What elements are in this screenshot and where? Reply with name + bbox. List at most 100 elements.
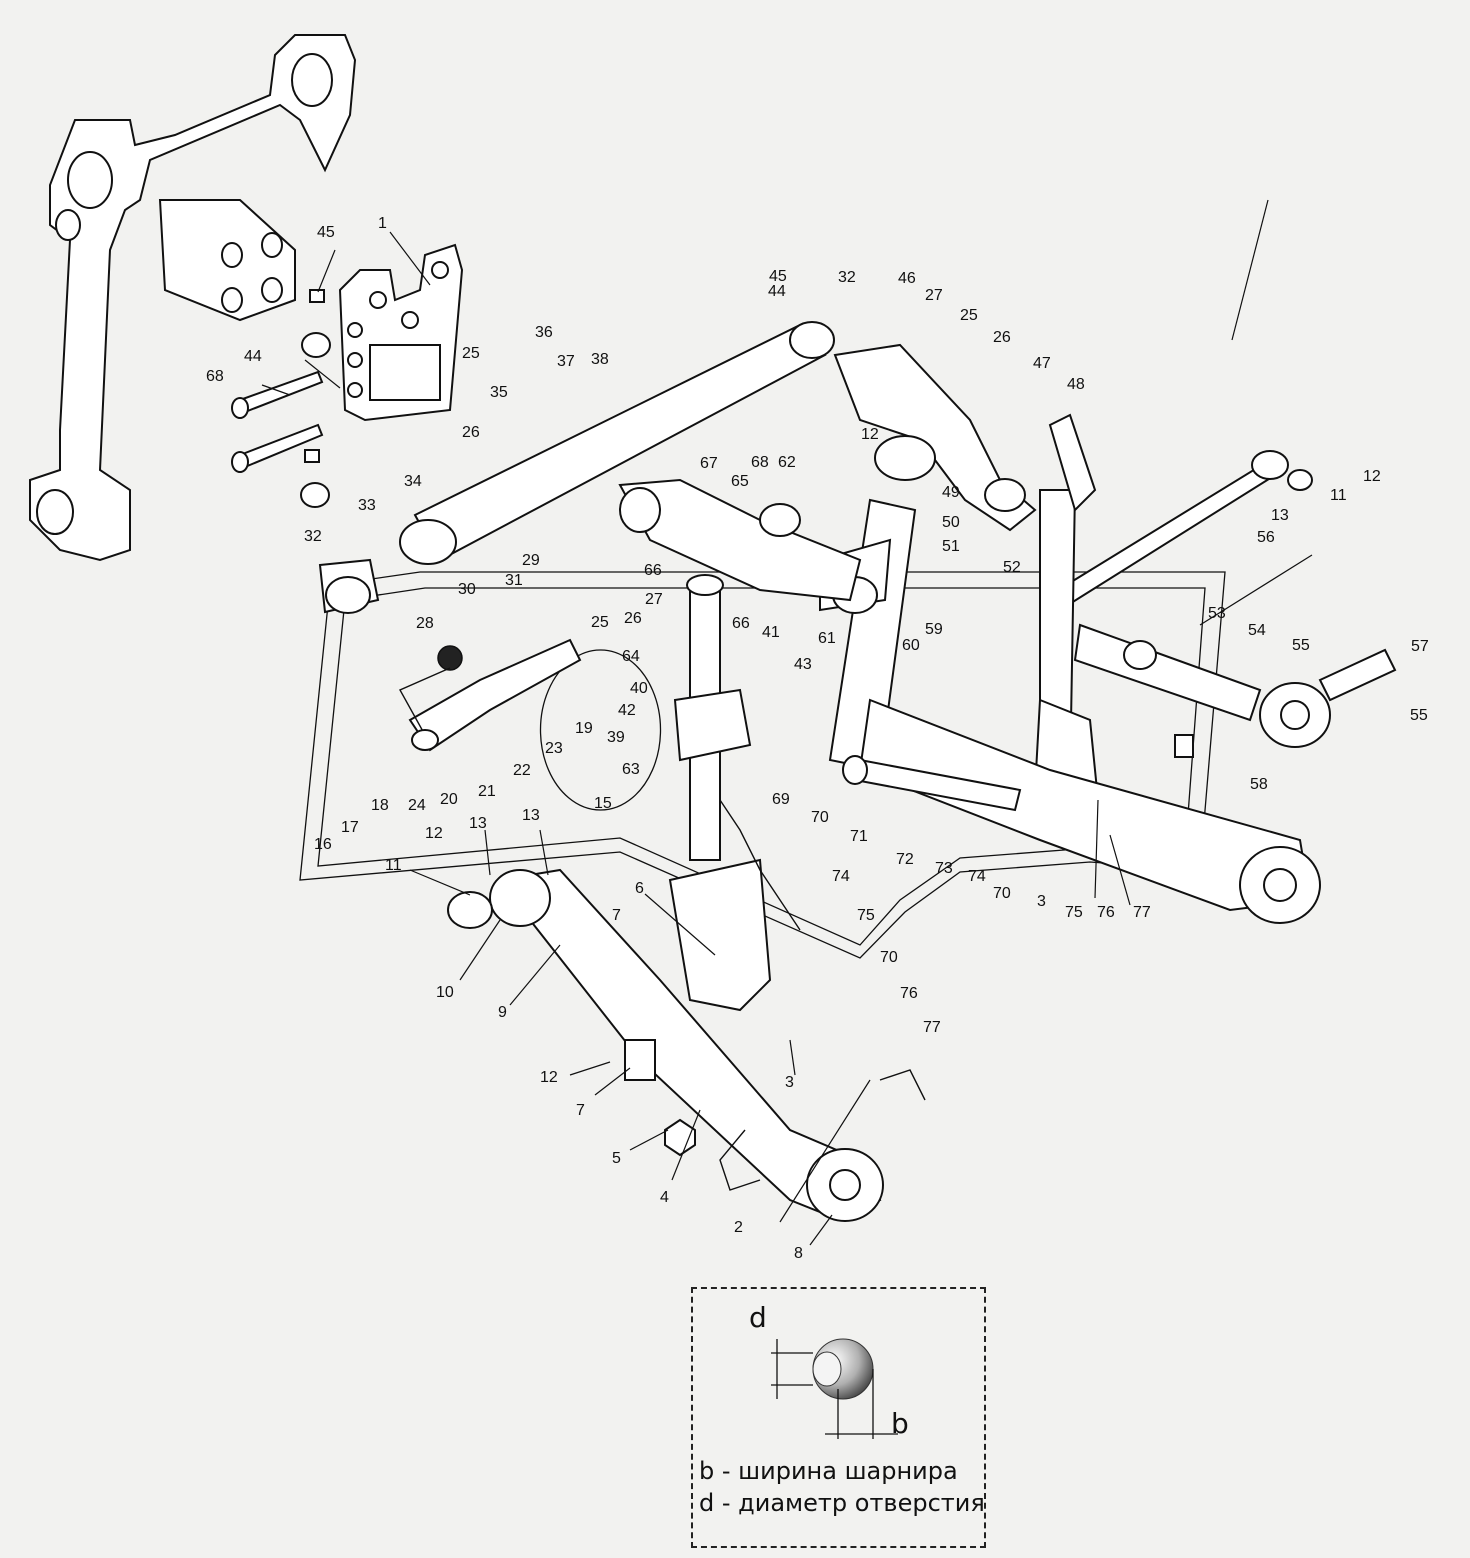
callout-45: 45 — [317, 224, 335, 241]
callout-12: 12 — [861, 426, 879, 443]
callout-44: 44 — [244, 348, 262, 365]
callout-2: 2 — [734, 1219, 743, 1236]
callout-17: 17 — [341, 819, 359, 836]
callout-59: 59 — [925, 621, 943, 638]
callout-32: 32 — [838, 269, 856, 286]
callout-26: 26 — [993, 329, 1011, 346]
right-lower-link — [858, 698, 1321, 924]
callout-41: 41 — [762, 624, 780, 641]
callout-13: 13 — [1271, 507, 1289, 524]
callout-50: 50 — [942, 514, 960, 531]
callout-7: 7 — [612, 907, 621, 924]
callout-77: 77 — [1133, 904, 1151, 921]
hardware — [300, 289, 1313, 1157]
callout-33: 33 — [358, 497, 376, 514]
watermark — [299, 571, 1226, 959]
callout-61: 61 — [818, 630, 836, 647]
leader-lines — [261, 199, 1313, 1246]
callout-6: 6 — [635, 880, 644, 897]
callout-12: 12 — [540, 1069, 558, 1086]
callout-76: 76 — [1097, 904, 1115, 921]
callout-39: 39 — [607, 729, 625, 746]
callout-69: 69 — [772, 791, 790, 808]
callout-22: 22 — [513, 762, 531, 779]
callout-75: 75 — [1065, 904, 1083, 921]
callout-1: 1 — [378, 215, 387, 232]
cross-shaft — [318, 321, 835, 614]
callout-35: 35 — [490, 384, 508, 401]
callout-27: 27 — [645, 591, 663, 608]
callout-15: 15 — [594, 795, 612, 812]
callout-57: 57 — [1411, 638, 1429, 655]
callout-70: 70 — [993, 885, 1011, 902]
callout-45: 45 — [769, 268, 787, 285]
callout-12: 12 — [1363, 468, 1381, 485]
callout-63: 63 — [622, 761, 640, 778]
callout-37: 37 — [557, 353, 575, 370]
callout-62: 62 — [778, 454, 796, 471]
callout-9: 9 — [498, 1004, 507, 1021]
callout-70: 70 — [811, 809, 829, 826]
legend-width: b - ширина шарнира — [699, 1457, 958, 1485]
callout-65: 65 — [731, 473, 749, 490]
callout-44: 44 — [768, 283, 786, 300]
callout-23: 23 — [545, 740, 563, 757]
callout-72: 72 — [896, 851, 914, 868]
callout-16: 16 — [314, 836, 332, 853]
left-lift-link — [668, 574, 772, 1012]
callout-75: 75 — [857, 907, 875, 924]
ball-joint-inset: d b b - ширина шарнира d - диаметр отвер… — [691, 1287, 986, 1548]
callout-43: 43 — [794, 656, 812, 673]
callout-25: 25 — [960, 307, 978, 324]
callout-74: 74 — [832, 868, 850, 885]
callout-55: 55 — [1410, 707, 1428, 724]
legend-diameter: d - диаметр отверстия — [699, 1489, 985, 1517]
callout-40: 40 — [630, 680, 648, 697]
callout-55: 55 — [1292, 637, 1310, 654]
callout-42: 42 — [618, 702, 636, 719]
callout-68: 68 — [206, 368, 224, 385]
callout-10: 10 — [436, 984, 454, 1001]
left-lower-link — [489, 868, 884, 1222]
upper-bracket — [338, 243, 464, 422]
callout-46: 46 — [898, 270, 916, 287]
callout-36: 36 — [535, 324, 553, 341]
callout-38: 38 — [591, 351, 609, 368]
callout-11: 11 — [385, 857, 402, 874]
callout-47: 47 — [1033, 355, 1051, 372]
callout-28: 28 — [416, 615, 434, 632]
callout-76: 76 — [900, 985, 918, 1002]
callout-13: 13 — [522, 807, 540, 824]
callout-26: 26 — [462, 424, 480, 441]
callout-3: 3 — [1037, 893, 1046, 910]
callout-8: 8 — [794, 1245, 803, 1262]
callout-30: 30 — [458, 581, 476, 598]
callout-32: 32 — [304, 528, 322, 545]
callout-26: 26 — [624, 610, 642, 627]
control-lever — [399, 638, 582, 752]
callout-34: 34 — [404, 473, 422, 490]
callout-13: 13 — [469, 815, 487, 832]
dimension-b-label: b — [891, 1407, 909, 1440]
callout-68: 68 — [751, 454, 769, 471]
callout-31: 31 — [505, 572, 523, 589]
turnbuckle — [842, 755, 1022, 812]
callout-74: 74 — [968, 868, 986, 885]
callout-29: 29 — [522, 552, 540, 569]
chains — [719, 799, 926, 1191]
callout-12: 12 — [425, 825, 443, 842]
callout-24: 24 — [408, 797, 426, 814]
callout-53: 53 — [1208, 605, 1226, 622]
callout-73: 73 — [935, 860, 953, 877]
callout-52: 52 — [1003, 559, 1021, 576]
dimension-d-label: d — [749, 1301, 767, 1334]
callout-7: 7 — [576, 1102, 585, 1119]
callout-66: 66 — [644, 562, 662, 579]
callout-64: 64 — [622, 648, 640, 665]
lift-arm-right — [833, 343, 1037, 532]
tractor-frame — [29, 34, 357, 562]
callout-51: 51 — [942, 538, 960, 555]
callout-70: 70 — [880, 949, 898, 966]
